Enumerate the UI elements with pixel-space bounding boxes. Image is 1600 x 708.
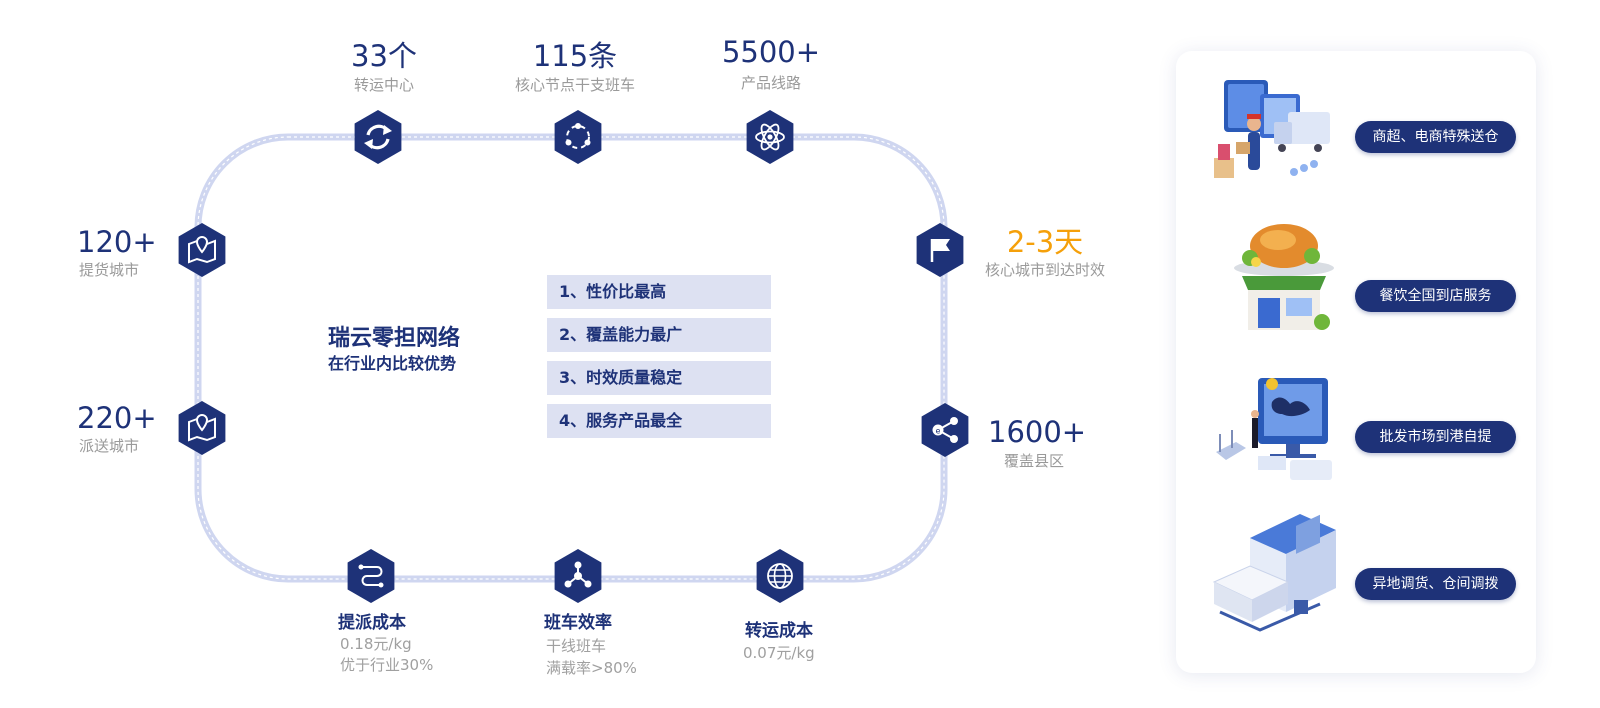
stat-delivery-cities-value: 220+ [77,401,157,435]
stat-pickup-cost-line-1: 0.18元/kg [340,635,412,653]
stat-product-lines-label: 产品线路 [740,74,802,92]
wholesale-port-illustration [1216,378,1332,480]
stat-delivery-cities-label: 派送城市 [79,437,140,455]
advantage-item: 3、时效质量稳定 [547,361,771,395]
stat-counties-label: 覆盖县区 [1004,452,1065,470]
service-button-supermarket-ecommerce[interactable]: 商超、电商特殊送仓 [1355,121,1516,153]
service-button-wholesale-port[interactable]: 批发市场到港自提 [1355,421,1516,453]
stat-transfer-cost-title: 转运成本 [745,621,813,641]
stat-pickup-cost-title: 提派成本 [338,613,406,633]
network-icon [554,549,602,603]
stat-shuttle-efficiency-line-1: 干线班车 [546,637,607,655]
map-pin-icon [178,401,226,455]
flag-icon [916,223,964,277]
stat-shuttle-routes-value: 115条 [532,39,618,73]
stat-transfer-cost-line-1: 0.07元/kg [743,644,815,662]
stat-transfer-centers-value: 33个 [351,39,417,73]
stat-shuttle-efficiency-line-2: 满载率>80% [546,659,637,677]
cycle-nodes-icon [554,110,602,164]
stat-counties-value: 1600+ [988,415,1087,449]
stat-shuttle-routes-label: 核心节点干支班车 [514,76,636,94]
ring-track-dashes [197,136,945,580]
globe-icon [756,549,804,603]
service-button-restaurant[interactable]: 餐饮全国到店服务 [1355,280,1516,312]
route-icon [347,549,395,603]
svg-text:e: e [936,427,941,436]
stat-transfer-centers-label: 转运中心 [353,76,415,94]
network-subtitle: 在行业内比较优势 [328,354,457,373]
stat-pickup-cities-value: 120+ [77,225,157,259]
map-pin-icon [178,223,226,277]
stat-delivery-time-value: 2-3天 [1006,225,1084,259]
advantage-item: 2、覆盖能力最广 [547,318,771,352]
stat-shuttle-efficiency-title: 班车效率 [544,613,612,633]
stat-product-lines-value: 5500+ [721,35,821,69]
stat-pickup-cities-label: 提货城市 [79,261,140,279]
stat-pickup-cost-line-2: 优于行业30% [340,656,434,674]
advantage-item: 4、服务产品最全 [547,404,771,438]
refresh-icon [354,110,402,164]
share-icon: e [921,403,969,457]
truck-delivery-illustration [1214,80,1330,178]
service-button-warehouse-transfer[interactable]: 异地调货、仓间调拨 [1355,568,1516,600]
stat-delivery-time-label: 核心城市到达时效 [984,261,1106,279]
restaurant-illustration [1234,224,1334,330]
warehouse-illustration [1212,514,1336,632]
advantage-item: 1、性价比最高 [547,275,771,309]
ring-track [194,133,948,583]
atom-icon [746,110,794,164]
network-title: 瑞云零担网络 [328,326,461,351]
